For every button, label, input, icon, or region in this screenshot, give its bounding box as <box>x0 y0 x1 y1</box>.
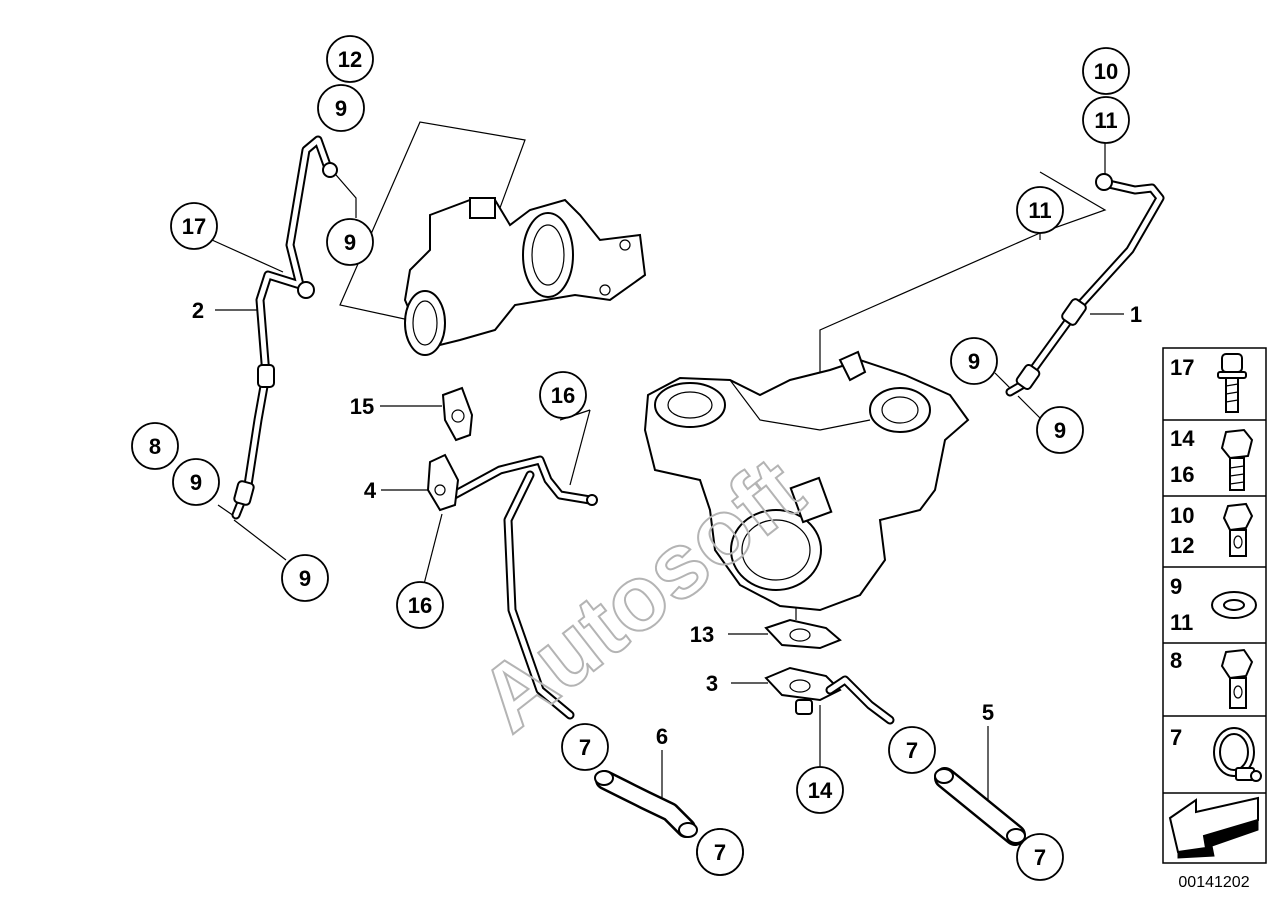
legend-row-4-line1: 9 <box>1170 574 1182 599</box>
callout-9: 9 <box>1036 406 1084 454</box>
callout-label: 11 <box>1094 108 1117 133</box>
callout-11: 11 <box>1016 186 1064 234</box>
callout-9: 9 <box>326 218 374 266</box>
hose-clamp-icon <box>1213 727 1262 782</box>
callout-label: 9 <box>299 566 311 591</box>
callout-label: 8 <box>149 434 161 459</box>
callout-label: 9 <box>968 349 980 374</box>
part-label-1: 1 <box>1130 302 1142 327</box>
part-label-4: 4 <box>364 478 377 503</box>
callout-label: 7 <box>906 738 918 763</box>
hex-bolt-icon <box>1220 428 1254 491</box>
part-label-2: 2 <box>192 298 204 323</box>
callout-circles: 1299178991616101111997771477 <box>131 35 1130 881</box>
washer-icon <box>1211 591 1257 619</box>
callout-9: 9 <box>281 554 329 602</box>
part-label-6: 6 <box>656 724 668 749</box>
part-number-labels: 2 15 4 1 13 3 6 5 <box>192 298 1142 749</box>
return-flange-3 <box>764 666 895 725</box>
gasket-13 <box>764 618 842 650</box>
callout-9: 9 <box>172 458 220 506</box>
turbo-outlet-housing <box>403 197 647 356</box>
callout-label: 17 <box>182 214 206 239</box>
fastener-legend: 17 14 16 10 12 9 11 8 7 <box>1162 347 1267 864</box>
legend-row-2-line1: 14 <box>1170 426 1195 451</box>
legend-row-3-line2: 12 <box>1170 533 1194 558</box>
callout-label: 11 <box>1028 198 1051 223</box>
callout-9: 9 <box>317 84 365 132</box>
callout-label: 16 <box>551 383 575 408</box>
document-number: 00141202 <box>1178 874 1249 891</box>
callout-label: 7 <box>1034 845 1046 870</box>
part-label-3: 3 <box>706 671 718 696</box>
part-label-5: 5 <box>982 700 994 725</box>
oil-return-pipe-4 <box>426 386 598 720</box>
legend-row-2-line2: 16 <box>1170 462 1194 487</box>
callout-label: 12 <box>338 47 362 72</box>
hose-6 <box>594 770 698 838</box>
callout-16: 16 <box>539 371 587 419</box>
banjo-bolt-icon <box>1222 502 1254 557</box>
callout-10: 10 <box>1082 47 1130 95</box>
callout-9: 9 <box>950 337 998 385</box>
callout-8: 8 <box>131 422 179 470</box>
callout-11: 11 <box>1082 96 1130 144</box>
callout-label: 7 <box>714 840 726 865</box>
callout-16: 16 <box>396 581 444 629</box>
callout-label: 14 <box>808 778 833 803</box>
callout-7: 7 <box>696 828 744 876</box>
callout-label: 7 <box>579 735 591 760</box>
part-label-13: 13 <box>690 622 714 647</box>
callout-label: 9 <box>335 96 347 121</box>
hose-5 <box>934 767 1026 846</box>
turbocharger-assembly <box>643 350 970 612</box>
callout-14: 14 <box>796 766 844 814</box>
direction-arrow-icon <box>1168 796 1259 859</box>
callout-label: 10 <box>1094 59 1118 84</box>
bolt-icon <box>1217 353 1247 413</box>
callout-label: 9 <box>190 470 202 495</box>
legend-row-1-line1: 17 <box>1170 355 1194 380</box>
callout-7: 7 <box>1016 833 1064 881</box>
legend-row-4-line2: 11 <box>1170 610 1193 635</box>
part-label-15: 15 <box>350 394 374 419</box>
oil-pipe-2 <box>231 135 338 520</box>
callout-7: 7 <box>888 726 936 774</box>
legend-row-6-line1: 7 <box>1170 725 1182 750</box>
callout-label: 16 <box>408 593 432 618</box>
legend-row-5-line1: 8 <box>1170 648 1182 673</box>
callout-7: 7 <box>561 723 609 771</box>
legend-row-3-line1: 10 <box>1170 503 1194 528</box>
callout-12: 12 <box>326 35 374 83</box>
callout-label: 9 <box>344 230 356 255</box>
hollow-bolt-icon <box>1220 648 1254 709</box>
callout-17: 17 <box>170 202 218 250</box>
callout-label: 9 <box>1054 418 1066 443</box>
oil-pipe-1 <box>1005 173 1165 397</box>
